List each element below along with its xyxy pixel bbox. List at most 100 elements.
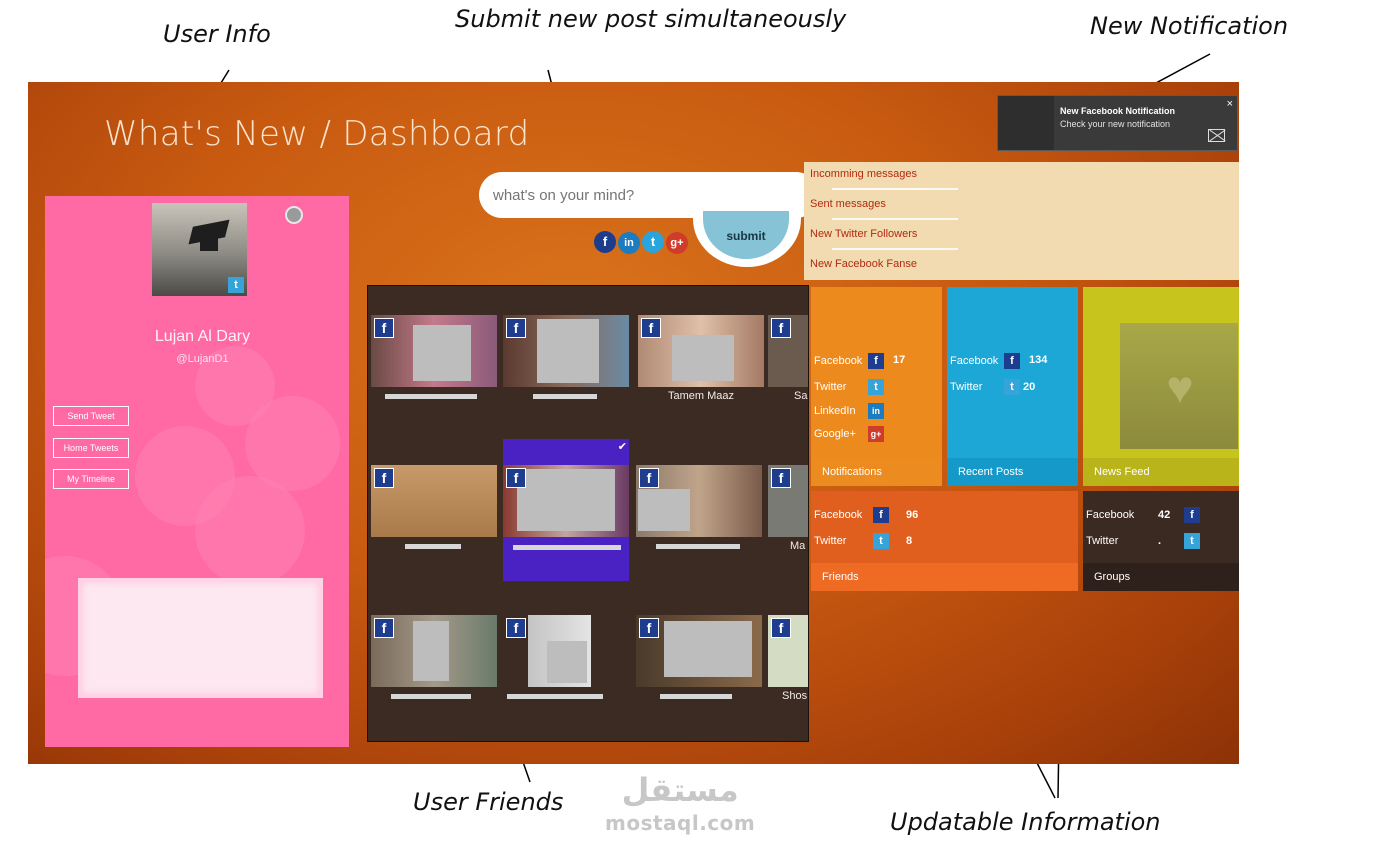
facebook-icon: f [771, 618, 791, 638]
twitter-icon: t [1184, 533, 1200, 549]
stat-label: LinkedIn [814, 405, 856, 417]
notification-toast[interactable]: New Facebook Notification Check your new… [997, 95, 1238, 151]
twitter-icon: t [868, 379, 884, 395]
stat-label: Facebook [1086, 509, 1135, 521]
recent-posts-tile[interactable]: Facebook f 134 Twitter t 20 Recent Posts [947, 287, 1078, 486]
groups-tile[interactable]: Facebook 42 f Twitter . t Groups [1083, 491, 1239, 591]
friend-tile[interactable]: f [503, 315, 629, 425]
background-flower [195, 346, 275, 426]
linkedin-icon[interactable]: in [618, 232, 640, 254]
stat-label: Twitter [1086, 535, 1119, 547]
friend-tile[interactable]: f Shos [768, 615, 808, 725]
stat-count: 134 [1029, 354, 1048, 366]
stat-count: 96 [906, 509, 919, 521]
submit-button-frame: submit [693, 197, 801, 267]
facebook-icon: f [639, 618, 659, 638]
friend-tile-selected[interactable]: f ✔ [503, 439, 629, 581]
stat-label: Twitter [814, 381, 847, 393]
friend-tile[interactable]: f Tamem Maaz [638, 315, 764, 425]
friend-tile[interactable]: f [371, 315, 497, 425]
friend-tile[interactable]: f Ma [768, 465, 808, 575]
home-tweets-button[interactable]: Home Tweets [53, 438, 129, 458]
facebook-icon: f [374, 468, 394, 488]
facebook-icon: f [873, 507, 889, 523]
note-paper [78, 578, 323, 698]
news-feed-tile[interactable]: ♥ News Feed [1083, 287, 1239, 486]
stat-count: 8 [906, 535, 913, 547]
facebook-icon: f [1004, 353, 1020, 369]
notifications-tile[interactable]: Facebook f 17 Twitter t LinkedIn in Goog… [811, 287, 942, 486]
friend-name: Ma [790, 540, 806, 552]
facebook-icon: f [868, 353, 884, 369]
friend-tile[interactable]: f [371, 615, 497, 725]
linkedin-icon: in [868, 403, 884, 419]
user-name: Lujan Al Dary [154, 328, 251, 345]
stat-count: 42 [1158, 509, 1171, 521]
watermark: مستقل mostaql.com [605, 770, 755, 836]
post-input[interactable] [479, 172, 819, 218]
incoming-messages-link[interactable]: Incomming messages [810, 168, 917, 180]
facebook-icon: f [1184, 507, 1200, 523]
friend-name: Tamem Maaz [667, 390, 735, 402]
new-facebook-fans-link[interactable]: New Facebook Fanse [810, 258, 917, 270]
facebook-icon: f [506, 618, 526, 638]
mail-icon [1208, 129, 1225, 142]
facebook-icon[interactable]: f [594, 231, 616, 253]
stat-label: Facebook [814, 355, 863, 367]
facebook-icon: f [506, 468, 526, 488]
submit-button[interactable]: submit [703, 211, 789, 259]
stat-label: Facebook [950, 355, 999, 367]
googleplus-icon: g+ [868, 426, 884, 442]
tile-label: Groups [1083, 563, 1239, 591]
facebook-icon: f [641, 318, 661, 338]
tile-label: Friends [811, 563, 1078, 591]
watermark-arabic: مستقل [621, 771, 739, 809]
annotation-new-notification: New Notification [1090, 12, 1289, 40]
new-twitter-followers-link[interactable]: New Twitter Followers [810, 228, 918, 240]
googleplus-icon[interactable]: g+ [666, 232, 688, 254]
notification-title: New Facebook Notification [1060, 106, 1176, 116]
friend-tile[interactable]: f Sa [768, 315, 808, 425]
notification-image [998, 96, 1054, 150]
notification-body: Check your new notification [1060, 119, 1171, 129]
background-flower [135, 426, 235, 526]
annotation-submit-post: Submit new post simultaneously [455, 5, 847, 33]
stat-count: . [1158, 535, 1162, 547]
facebook-icon: f [771, 468, 791, 488]
friend-tile[interactable]: f [371, 465, 497, 575]
friends-tile[interactable]: Facebook f 96 Twitter t 8 Friends [811, 491, 1078, 591]
close-icon[interactable]: × [1226, 98, 1233, 110]
news-feed-image: ♥ [1120, 323, 1238, 449]
sent-messages-link[interactable]: Sent messages [810, 198, 886, 210]
watermark-url: mostaql.com [605, 811, 756, 835]
twitter-icon: t [873, 533, 889, 549]
twitter-icon: t [1004, 379, 1020, 395]
send-tweet-button[interactable]: Send Tweet [53, 406, 129, 426]
user-handle: @LujanD1 [176, 353, 229, 365]
annotation-user-info: User Info [163, 20, 271, 48]
stat-label: Facebook [814, 509, 863, 521]
tile-label: Recent Posts [947, 458, 1078, 486]
facebook-icon: f [506, 318, 526, 338]
twitter-icon[interactable]: t [642, 231, 664, 253]
stat-label: Google+ [814, 428, 856, 440]
friend-tile[interactable]: f [636, 465, 762, 575]
page-title: What's New / Dashboard [104, 114, 530, 154]
my-timeline-button[interactable]: My Timeline [53, 469, 129, 489]
pin-icon[interactable] [285, 206, 303, 224]
friend-name: Shos [782, 690, 808, 702]
facebook-icon: f [639, 468, 659, 488]
facebook-icon: f [374, 618, 394, 638]
annotation-user-friends: User Friends [413, 788, 564, 816]
avatar[interactable]: t [152, 203, 247, 296]
friends-grid: f f f Tamem Maaz f Sa f f [367, 285, 809, 742]
facebook-icon: f [771, 318, 791, 338]
annotation-updatable-info: Updatable Information [890, 808, 1161, 836]
friend-tile[interactable]: f [636, 615, 762, 725]
facebook-icon: f [374, 318, 394, 338]
heart-icon: ♥ [1166, 361, 1194, 413]
messages-panel: Incomming messages Sent messages New Twi… [804, 162, 1239, 280]
stat-count: 17 [893, 354, 906, 366]
friend-tile[interactable]: f [503, 615, 629, 725]
